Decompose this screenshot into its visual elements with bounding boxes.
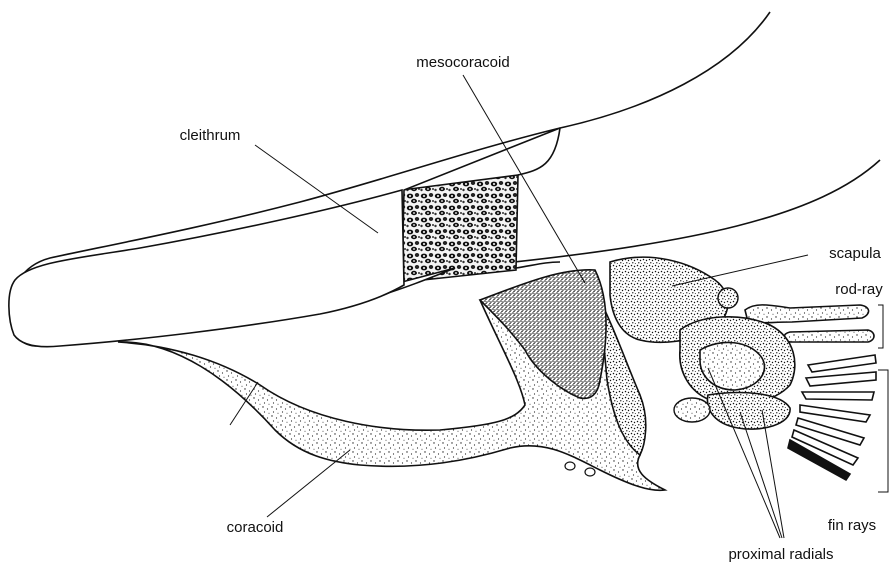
label-fin-rays: fin rays <box>828 517 876 534</box>
scapula-condyle <box>718 288 738 308</box>
coracoid-foramen-2 <box>585 468 595 476</box>
coracoid-foramen-1 <box>565 462 575 470</box>
label-rod-ray: rod-ray <box>835 281 883 298</box>
cleithrum-honeycomb-zone <box>402 175 518 282</box>
label-scapula: scapula <box>829 245 881 262</box>
label-cleithrum: cleithrum <box>180 127 241 144</box>
rod-ray-segment-2 <box>784 330 874 342</box>
label-proximal-radials: proximal radials <box>728 546 833 563</box>
fin-ray-3 <box>802 392 874 400</box>
proximal-radial-3 <box>674 398 710 422</box>
label-mesocoracoid: mesocoracoid <box>416 54 509 71</box>
label-coracoid: coracoid <box>227 519 284 536</box>
